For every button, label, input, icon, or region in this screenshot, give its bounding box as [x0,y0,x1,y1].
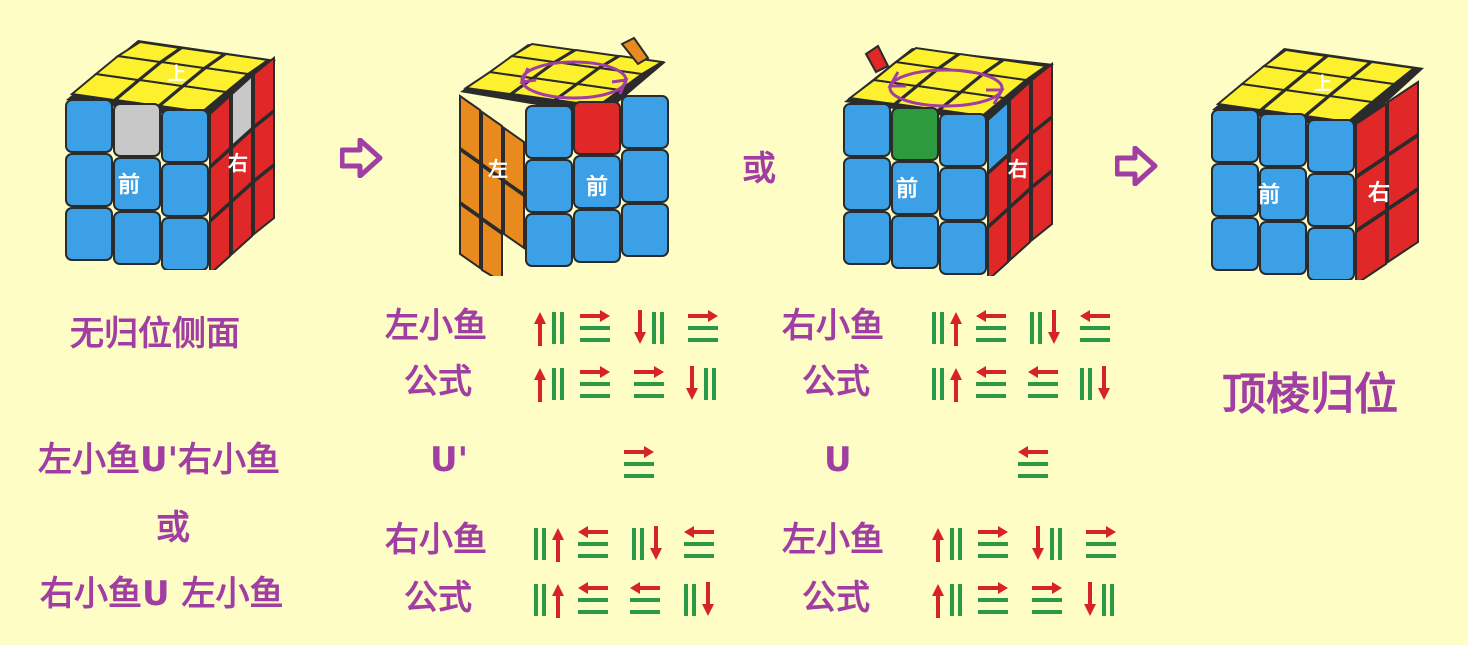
u-prime-label: U' [430,440,469,480]
right-fish-alg-2 [932,364,1112,404]
next-arrow-icon [1115,146,1159,186]
front-face-label: 前 [586,174,608,200]
combo-or-label: 或 [156,508,190,548]
right-turn-move-icon [688,310,718,342]
combo-a-label: 左小鱼U'右小鱼 [38,440,281,480]
left-fish-alg-1 [534,308,718,348]
right-face-label: 右 [1008,157,1028,181]
left-fish-alg-3 [932,524,1116,564]
up-arrow-move-icon [534,310,548,348]
right-fish-label: 右小鱼 [782,306,884,346]
left-fish-alg-4 [932,580,1114,620]
formula-label: 公式 [404,362,472,402]
combo-b-label: 右小鱼U 左小鱼 [40,574,284,614]
no-placed-side-label: 无归位侧面 [70,314,240,354]
final-state-label: 顶棱归位 [1222,369,1398,420]
u-label: U [824,440,852,480]
formula-label: 公式 [404,578,472,618]
left-face-label: 左 [488,157,508,181]
right-fish-alg-4 [534,580,716,620]
cube-left-fish-case: 左 前 [459,36,669,276]
right-face-label: 右 [228,151,248,175]
up-face-label: 上 [1314,74,1332,95]
u-move [1018,446,1048,478]
formula-label: 公式 [802,362,870,402]
left-fish-label: 左小鱼 [782,520,884,560]
cube-solved: 上 前 右 [1211,48,1424,280]
right-face-label: 右 [1368,181,1390,206]
triple-bar-move-icon [652,312,664,344]
u-prime-move [624,446,654,478]
left-turn-move-icon [976,310,1006,342]
or-label: 或 [742,149,776,189]
rotate-arrows-icon [519,60,629,100]
front-face-label: 前 [896,176,918,202]
triple-bar-move-icon [552,312,564,344]
right-fish-label: 右小鱼 [385,520,487,560]
right-turn-move-icon [580,310,610,342]
formula-label: 公式 [802,578,870,618]
right-fish-alg-3 [534,524,714,564]
down-arrow-move-icon [632,308,648,346]
up-face-label: 上 [168,64,186,85]
next-arrow-icon [340,138,384,178]
right-fish-alg-1 [932,308,1110,348]
rotate-arrows-icon [887,68,1005,108]
cube-right-fish-case: 前 右 [843,44,1054,276]
left-fish-alg-2 [534,364,716,404]
front-face-label: 前 [118,172,140,198]
front-face-label: 前 [1258,182,1280,208]
cube-no-placed-side: 上 前 右 [65,40,276,270]
left-fish-label: 左小鱼 [385,306,487,346]
